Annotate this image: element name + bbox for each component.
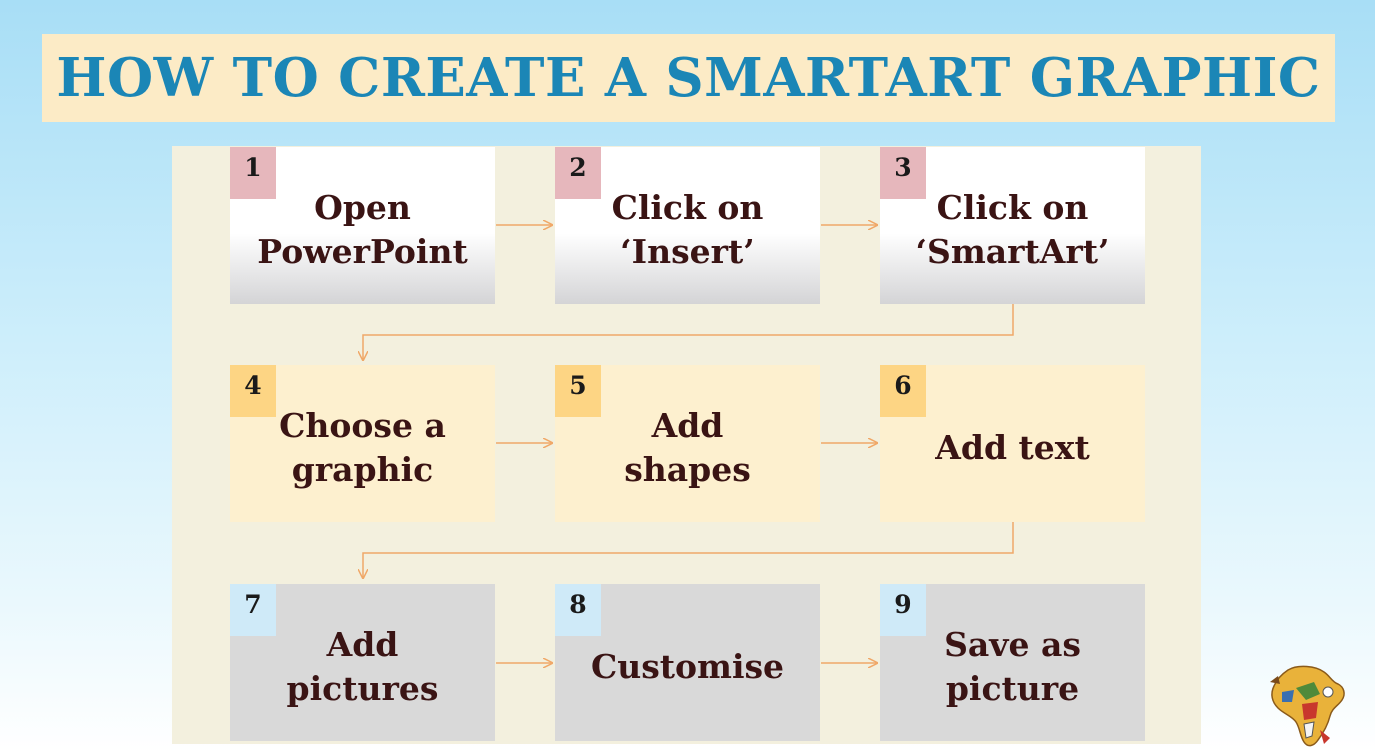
step-2-box: 2 Click on ‘Insert’ [555,147,820,304]
step-number-badge: 1 [230,147,276,199]
step-8-box: 8 Customise [555,584,820,741]
step-number-badge: 8 [555,584,601,636]
step-label: Customise [590,646,785,686]
step-5-box: 5 Add shapes [555,365,820,522]
step-label: Open PowerPoint [257,187,468,271]
step-label: Choose a graphic [279,405,446,489]
step-3-box: 3 Click on ‘SmartArt’ [880,147,1145,304]
page-title: HOW TO CREATE A SMARTART GRAPHIC [56,47,1321,109]
step-number-badge: 5 [555,365,601,417]
step-label: Add pictures [286,624,439,708]
step-7-box: 7 Add pictures [230,584,495,741]
step-number-badge: 7 [230,584,276,636]
step-6-box: 6 Add text [880,365,1145,522]
step-label: Save as picture [944,624,1081,708]
africa-map-logo-icon [1270,665,1345,747]
step-number-badge: 9 [880,584,926,636]
step-number-badge: 4 [230,365,276,417]
step-9-box: 9 Save as picture [880,584,1145,741]
step-number-badge: 2 [555,147,601,199]
step-number-badge: 6 [880,365,926,417]
step-label: Add text [935,427,1090,467]
step-number-badge: 3 [880,147,926,199]
title-banner: HOW TO CREATE A SMARTART GRAPHIC [42,34,1335,122]
step-label: Add shapes [624,405,751,489]
step-1-box: 1 Open PowerPoint [230,147,495,304]
step-label: Click on ‘Insert’ [611,187,764,271]
step-label: Click on ‘SmartArt’ [915,187,1110,271]
step-4-box: 4 Choose a graphic [230,365,495,522]
